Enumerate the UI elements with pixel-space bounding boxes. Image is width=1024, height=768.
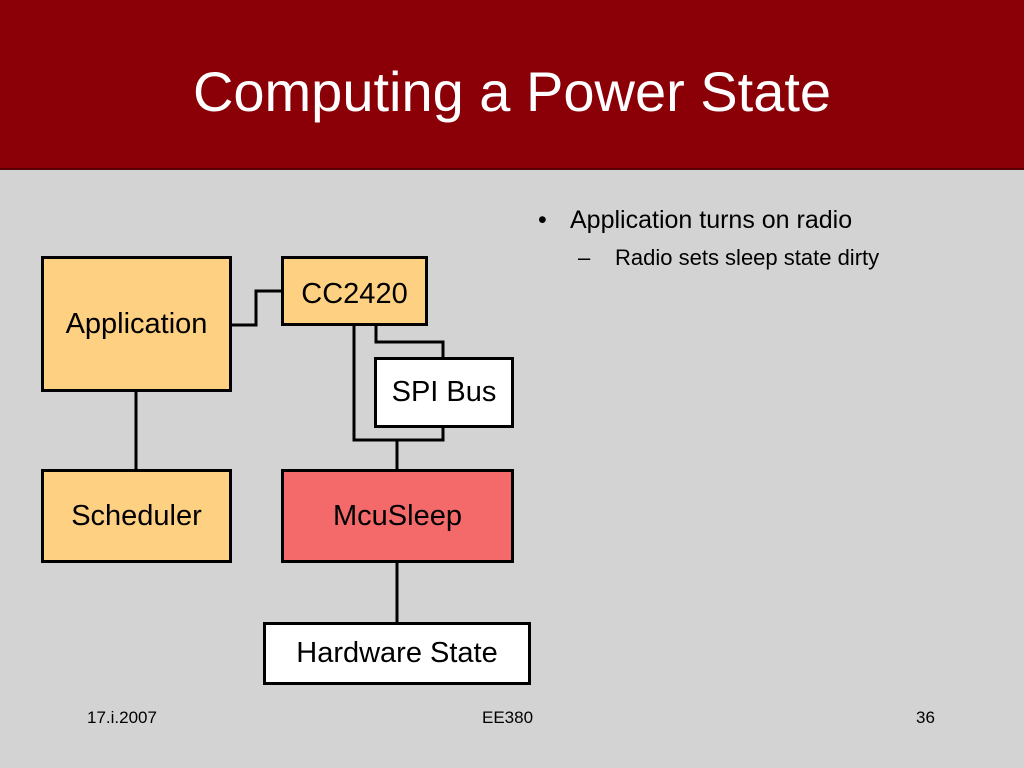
title-bar: Computing a Power State xyxy=(0,0,1024,170)
spi-bus-box: SPI Bus xyxy=(374,357,514,428)
spi-bus-label: SPI Bus xyxy=(391,376,497,408)
slide-title: Computing a Power State xyxy=(192,60,832,123)
cc2420-label: CC2420 xyxy=(301,278,408,310)
footer-page-number: 36 xyxy=(916,708,935,727)
connector-cc2420-spi-inner xyxy=(374,324,445,358)
dash-icon: – xyxy=(578,245,591,270)
bullet-text: Application turns on radio xyxy=(570,206,853,234)
footer-course: EE380 xyxy=(482,708,534,727)
bullet-dot-icon: • xyxy=(538,206,547,234)
cc2420-box: CC2420 xyxy=(281,256,428,326)
bullet-list: • Application turns on radio – Radio set… xyxy=(538,205,879,271)
mcusleep-box: McuSleep xyxy=(281,469,514,563)
sub-bullet-item: – Radio sets sleep state dirty xyxy=(538,245,879,271)
hardware-state-box: Hardware State xyxy=(263,622,531,685)
application-box: Application xyxy=(41,256,232,392)
bullet-item: • Application turns on radio xyxy=(538,205,879,235)
connector-application-cc2420 xyxy=(231,289,282,327)
footer-date: 17.i.2007 xyxy=(87,708,157,727)
scheduler-box: Scheduler xyxy=(41,469,232,563)
sub-bullet-text: Radio sets sleep state dirty xyxy=(615,245,880,270)
hardware-state-label: Hardware State xyxy=(296,637,498,669)
scheduler-label: Scheduler xyxy=(71,499,202,532)
application-label: Application xyxy=(65,307,208,340)
mcusleep-label: McuSleep xyxy=(333,499,462,532)
